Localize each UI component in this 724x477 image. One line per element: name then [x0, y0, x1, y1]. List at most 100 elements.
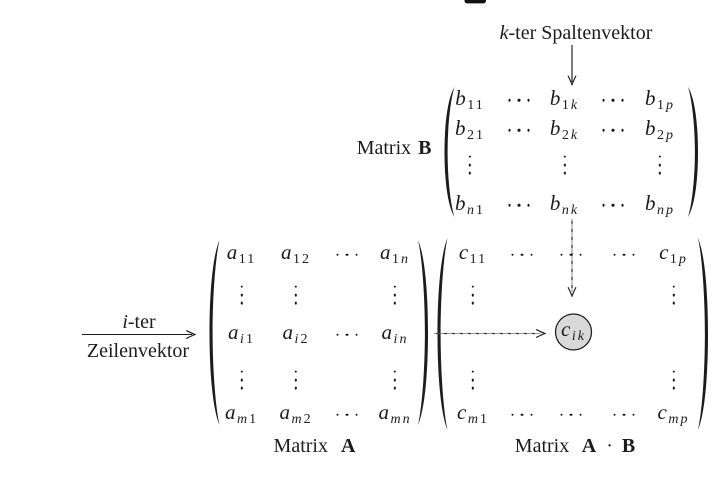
dot: [611, 204, 615, 207]
row-vector-word: Zeilenvektor: [86, 340, 190, 363]
matrix-a-vdots-1-0: [240, 285, 243, 305]
dot: [240, 370, 243, 374]
dot: [471, 285, 475, 289]
dot: [560, 253, 563, 257]
dot: [471, 301, 475, 305]
dot: [240, 378, 243, 382]
dot: [336, 413, 339, 417]
matrix-b-vdots-2-2: [563, 155, 566, 175]
cropped-text-fragment: [464, 0, 486, 4]
dot: [508, 99, 511, 102]
column-vector-text: -ter Spaltenvektor: [508, 22, 653, 45]
dot: [602, 204, 605, 207]
dot: [393, 293, 397, 297]
dot: [613, 413, 616, 417]
dot: [294, 378, 298, 382]
matrix-b-hdots-1-3: [602, 129, 624, 132]
dot: [345, 253, 349, 257]
dot: [520, 413, 524, 417]
dot: [517, 99, 521, 102]
matrix-b-hdots-3-3: [602, 204, 624, 207]
matrix-b-vdots-2-0: [468, 155, 472, 175]
dot: [511, 413, 514, 417]
dot: [468, 155, 472, 159]
matrix-b-hdots-0-1: [508, 99, 530, 102]
matrix-product-hdots-4-2: [560, 413, 582, 417]
dot: [632, 413, 635, 417]
dot: [355, 253, 358, 257]
dot: [471, 386, 475, 390]
dot: [569, 413, 573, 417]
dot: [658, 155, 662, 159]
product-caption-symbol-a: A: [581, 435, 597, 458]
dot: [393, 285, 397, 289]
dot: [393, 378, 397, 382]
matrix-a-hdots-2-2: [336, 333, 358, 337]
column-dashed-arrow-head: [567, 287, 577, 298]
dot: [345, 333, 349, 337]
matrix-a-right-paren: [418, 240, 428, 425]
dot: [471, 293, 475, 297]
dot: [355, 413, 358, 417]
dot: [294, 293, 298, 297]
dot: [622, 413, 626, 417]
dot: [240, 301, 243, 305]
matrix-product-vdots-1-4: [672, 285, 675, 305]
dot: [530, 253, 533, 257]
matrix-product-hdots-4-3: [613, 413, 635, 417]
dot: [602, 129, 605, 132]
dot: [672, 370, 675, 374]
dot: [621, 204, 624, 207]
matrix-b-hdots-1-1: [508, 129, 530, 132]
dot: [527, 129, 530, 132]
dot: [393, 370, 397, 374]
matrix-b-caption-word: Matrix: [356, 137, 412, 160]
dot: [527, 204, 530, 207]
matrix-a-vdots-3-1: [294, 370, 298, 390]
dot: [563, 171, 566, 175]
dot: [658, 163, 662, 167]
row-vector-label-line1: i-ter: [122, 311, 155, 333]
dot: [294, 301, 298, 305]
row-dashed-arrow-head: [536, 329, 547, 338]
matrix-a-caption-symbol: A: [340, 434, 356, 457]
column-vector-arrow-head: [567, 75, 577, 87]
dot: [336, 333, 339, 337]
dot: [672, 301, 675, 305]
matrix-product-left-paren: [437, 238, 448, 430]
dot: [658, 171, 662, 175]
matrix-product-hdots-0-1: [511, 253, 533, 257]
dot: [563, 163, 566, 167]
matrix-a-vdots-3-0: [240, 370, 243, 390]
matrix-a-vdots-3-3: [393, 370, 397, 390]
dot: [468, 163, 472, 167]
dot: [602, 99, 605, 102]
column-vector-index: k: [499, 22, 509, 45]
dot: [517, 129, 521, 132]
matrix-a-left-paren: [209, 240, 220, 425]
matrix-a-hdots-0-2: [336, 253, 358, 257]
dot: [520, 253, 524, 257]
dot: [508, 204, 511, 207]
dot: [355, 333, 358, 337]
dot: [672, 293, 675, 297]
row-vector-text: -ter: [127, 311, 156, 334]
matrix-product-vdots-1-0: [471, 285, 475, 305]
product-caption-word: Matrix: [514, 435, 570, 458]
